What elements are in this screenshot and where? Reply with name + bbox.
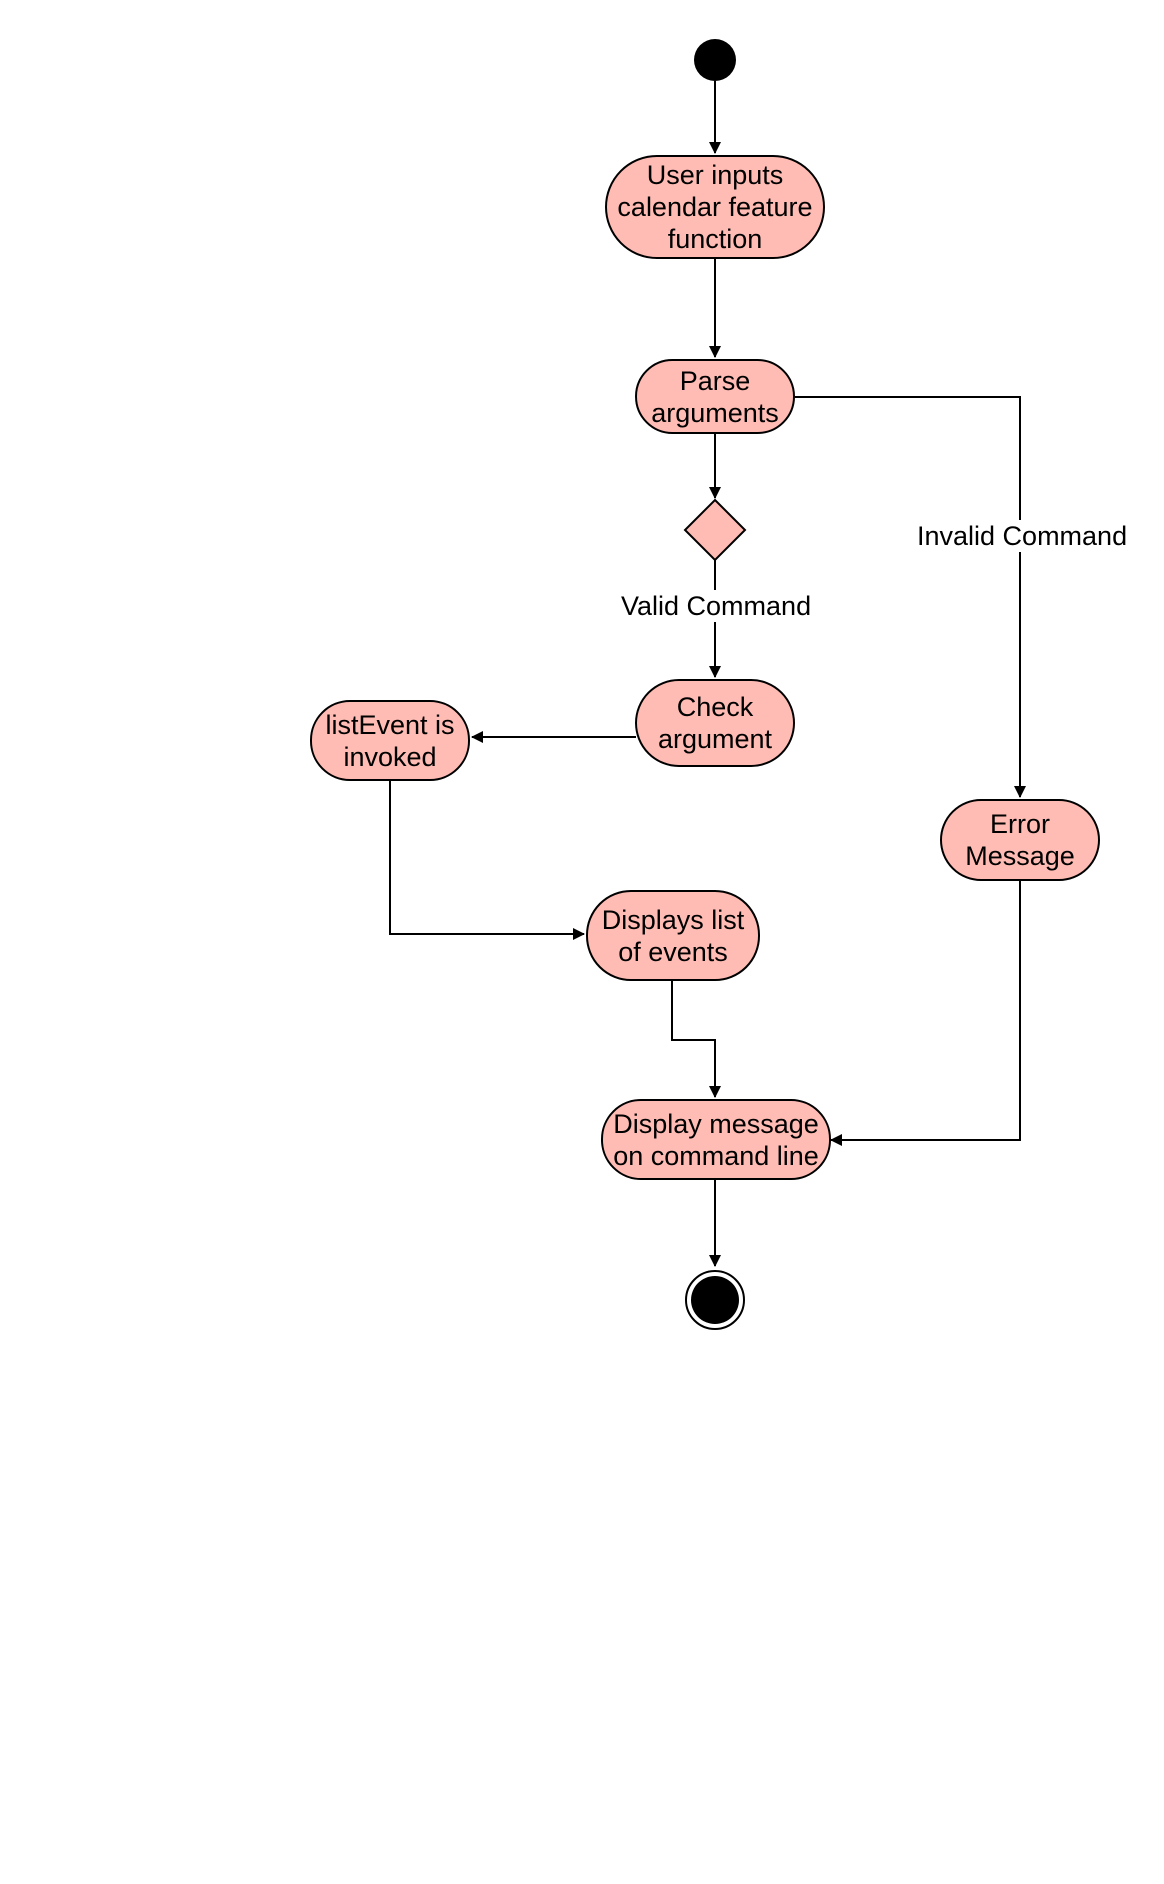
edge-label-valid-command: Valid Command (619, 590, 814, 622)
edge-label-invalid-command: Invalid Command (915, 520, 1130, 552)
final-node (691, 1276, 739, 1324)
initial-node (694, 39, 736, 81)
edge-parse-to-error-message (795, 396, 1026, 798)
activity-user-inputs-calendar-feature: User inputs calendar feature function (605, 155, 825, 259)
edge-displays-list-to-display-message (671, 981, 721, 1098)
edge-list-event-to-displays-list (389, 781, 585, 940)
edge-error-message-to-display-message (830, 881, 1021, 1146)
activity-error-message: Error Message (940, 799, 1100, 881)
activity-display-message-on-command-line: Display message on command line (601, 1099, 831, 1180)
activity-check-argument: Check argument (635, 679, 795, 767)
activity-displays-list-of-events: Displays list of events (586, 890, 760, 981)
decision-node (683, 498, 747, 562)
activity-list-event-invoked: listEvent is invoked (310, 700, 470, 781)
activity-parse-arguments: Parse arguments (635, 359, 795, 434)
